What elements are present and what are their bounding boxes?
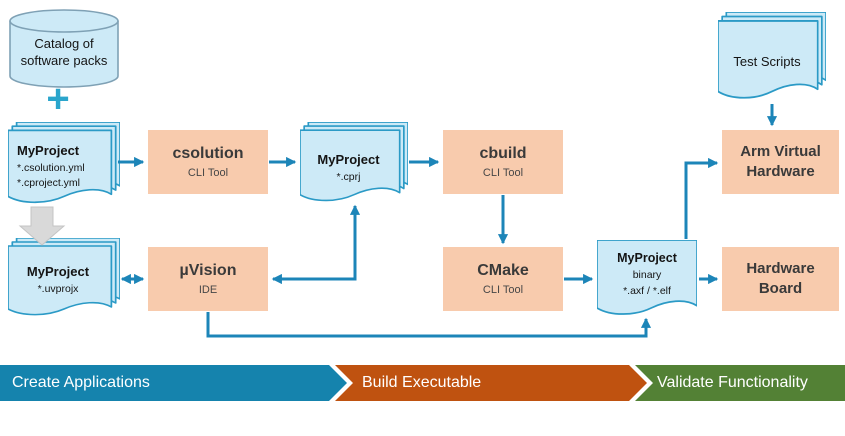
cylinder-shape [9, 9, 119, 88]
binary-output-doc: MyProject binary *.axf / *.elf [597, 240, 697, 322]
document-stack-shape [8, 238, 120, 316]
cmake-tool-subtitle: CLI Tool [482, 283, 524, 296]
uvprojx-files-doc: MyProject *.uvprojx [8, 238, 120, 322]
cmake-tool-title: CMake [477, 262, 529, 280]
csolution-files-sub2: *.cproject.yml [17, 177, 81, 190]
phase-chevron-validate [635, 365, 845, 401]
uvprojx-files-title: MyProject [26, 264, 90, 279]
phase-label-create: Create Applications [12, 374, 150, 391]
cbuild-tool-subtitle: CLI Tool [482, 166, 524, 179]
csolution-files-title: MyProject [17, 143, 80, 158]
csolution-tool-title: csolution [172, 145, 244, 163]
binary-doc-title: MyProject [617, 251, 677, 265]
software-packs-catalog: Catalog of software packs [8, 8, 120, 90]
arm-virtual-hardware-box: Arm Virtual Hardware [722, 130, 839, 194]
binary-doc-sub2: *.axf / *.elf [623, 284, 671, 297]
arrow-cprj-uvision-bidirectional [271, 204, 361, 285]
phase-chevron-build [335, 365, 647, 401]
uvprojx-files-sub1: *.uvprojx [37, 282, 79, 295]
document-stack-shape [8, 122, 120, 204]
binary-doc-sub1: binary [632, 269, 662, 281]
uvision-tool-subtitle: IDE [198, 283, 218, 296]
plus-icon: + [46, 77, 70, 121]
document-stack-shape [300, 122, 408, 202]
catalog-label-line2: software packs [20, 52, 108, 68]
document-stack-shape [718, 12, 826, 99]
catalog-label-line1: Catalog of [34, 36, 94, 51]
arrow-uvision-to-binary-debug [206, 312, 652, 338]
csolution-tool-box: csolution CLI Tool [148, 130, 268, 194]
hardware-board-box: Hardware Board [722, 247, 839, 311]
csolution-tool-subtitle: CLI Tool [187, 166, 229, 179]
uvision-tool-title: µVision [179, 262, 237, 280]
catalog-label: Catalog of software packs [8, 36, 120, 70]
cprj-files-doc: MyProject *.cprj [300, 122, 408, 208]
cmake-tool-box: CMake CLI Tool [443, 247, 563, 311]
avh-line2: Hardware [746, 163, 815, 180]
uvision-tool-box: µVision IDE [148, 247, 268, 311]
arrow-binary-to-avh [684, 157, 719, 239]
hardware-board-line2: Board [758, 280, 803, 297]
test-scripts-title: Test Scripts [733, 54, 801, 69]
hardware-board-line1: Hardware [746, 259, 815, 277]
cbuild-tool-box: cbuild CLI Tool [443, 130, 563, 194]
phase-label-build: Build Executable [362, 374, 482, 391]
cprj-files-title: MyProject [317, 152, 380, 167]
cprj-files-sub1: *.cprj [336, 170, 361, 183]
cbuild-tool-title: cbuild [479, 145, 527, 163]
process-phase-banner [0, 365, 845, 401]
csolution-files-sub1: *.csolution.yml [17, 161, 85, 174]
csolution-project-files-doc: MyProject *.csolution.yml *.cproject.yml [8, 122, 120, 210]
test-scripts-doc: Test Scripts [718, 12, 826, 106]
phase-chevron-create [0, 365, 347, 401]
avh-line1: Arm Virtual [740, 142, 821, 160]
phase-label-validate: Validate Functionality [657, 374, 808, 391]
